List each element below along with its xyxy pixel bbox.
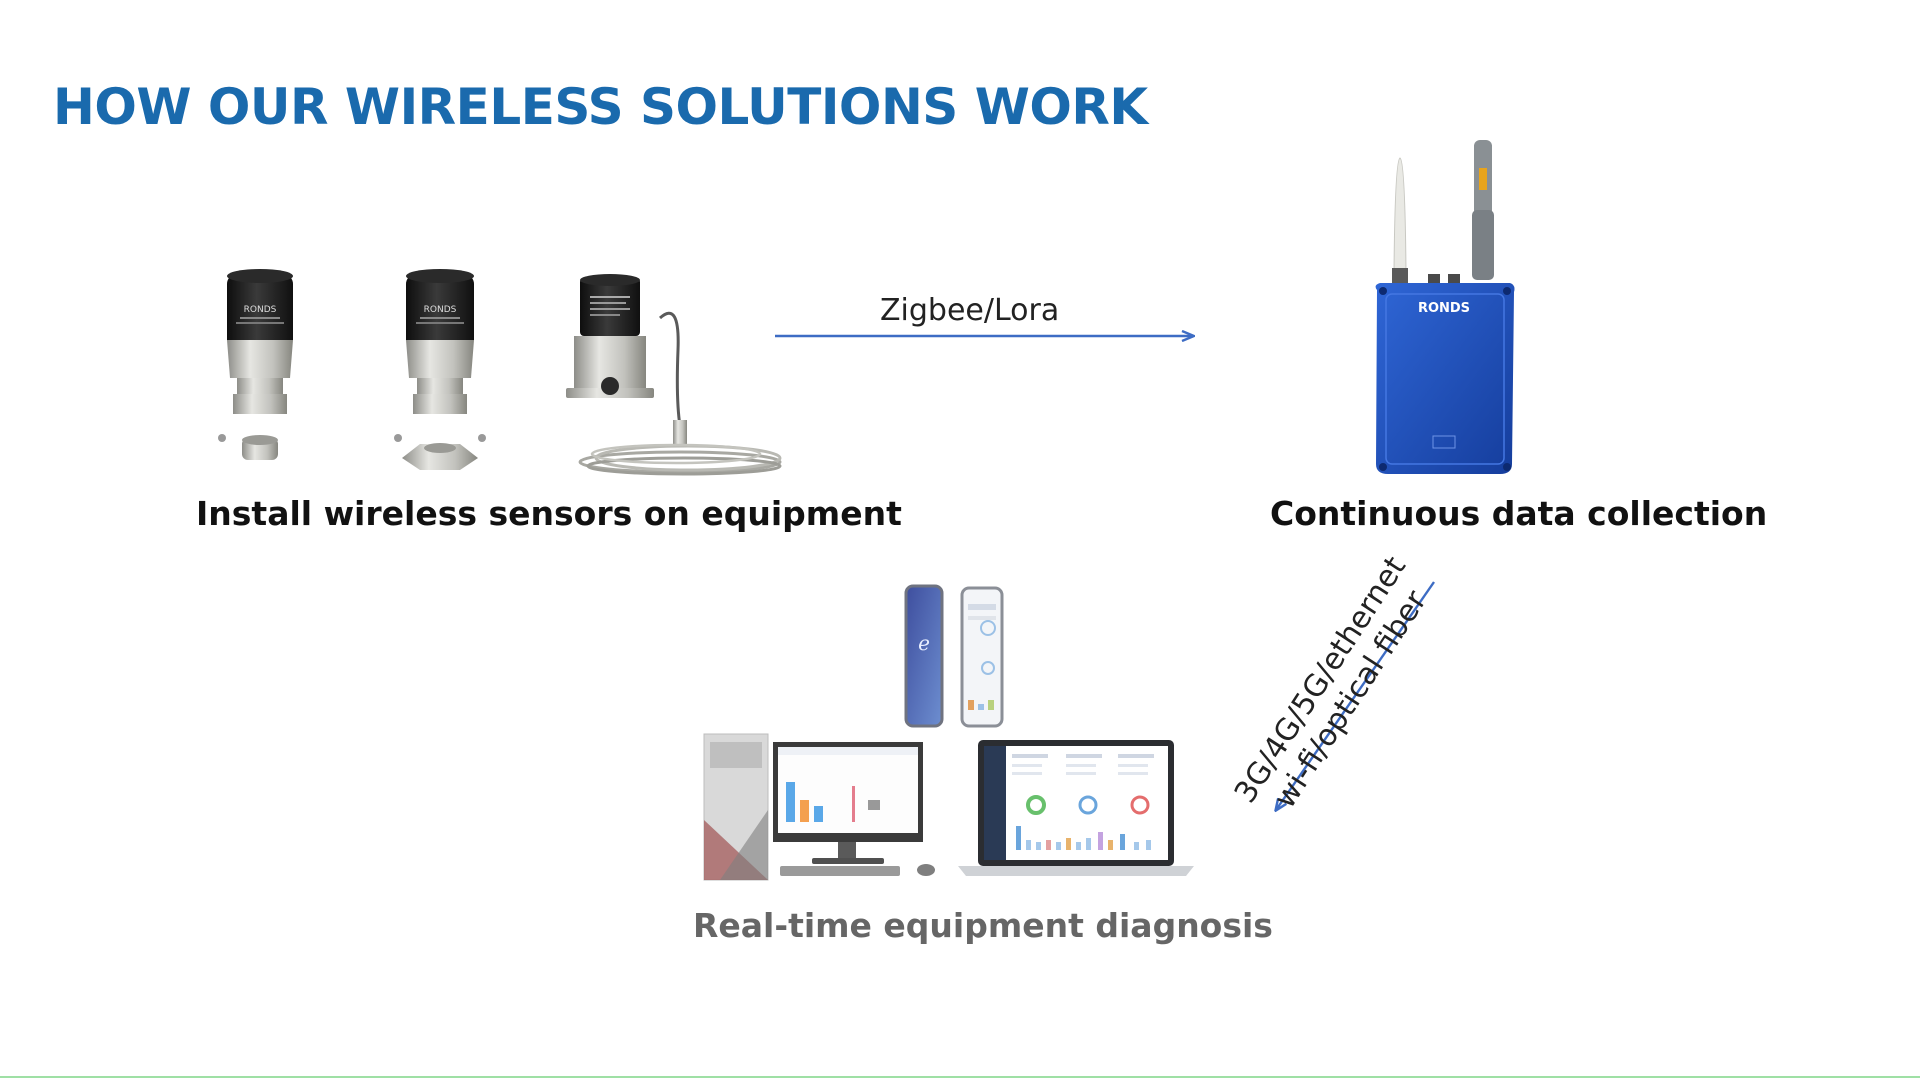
laptop-icon: [958, 740, 1194, 876]
vibration-sensor-icon: RONDS: [394, 269, 486, 470]
vibration-sensor-icon: RONDS: [218, 269, 293, 460]
cellular-arrow: [1276, 581, 1435, 810]
gateway-icon: RONDS: [1375, 140, 1515, 474]
caption-diagnosis: Real-time equipment diagnosis: [693, 906, 1273, 945]
caption-install-sensors: Install wireless sensors on equipment: [196, 494, 902, 533]
sensor-logo-text: RONDS: [244, 305, 277, 315]
page-title: HOW OUR WIRELESS SOLUTIONS WORK: [53, 78, 1148, 136]
smartphone-icon: [960, 586, 1004, 728]
smartphone-icon: ℯ: [904, 584, 944, 728]
bottom-accent-line: [0, 1076, 1920, 1078]
caption-data-collection: Continuous data collection: [1270, 494, 1768, 533]
sensor-logo-text: RONDS: [424, 305, 457, 315]
zigbee-label: Zigbee/Lora: [880, 293, 1060, 328]
gateway-brand: RONDS: [1418, 301, 1470, 316]
wired-sensor-icon: [566, 274, 782, 476]
svg-text:ℯ: ℯ: [918, 631, 930, 655]
desktop-computer-icon: [703, 733, 935, 881]
